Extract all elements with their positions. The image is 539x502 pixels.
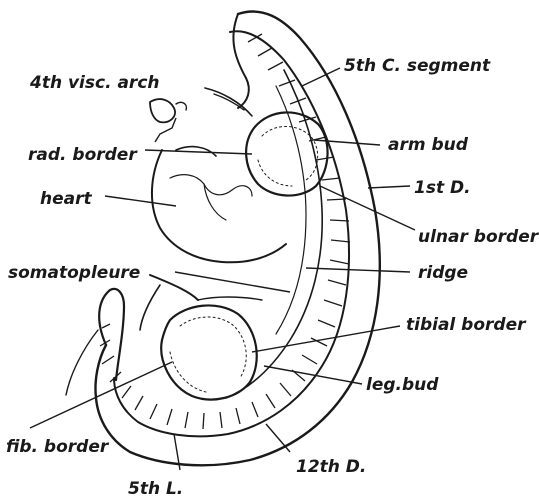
- label-first-d: 1st D.: [414, 178, 471, 198]
- label-twelfth-d: 12th D.: [296, 457, 366, 477]
- leader-arm-bud: [314, 140, 380, 145]
- leader-leg-bud: [264, 366, 362, 384]
- label-leg-bud: leg.bud: [366, 375, 439, 395]
- label-somatopleure: somatopleure: [8, 263, 140, 283]
- label-rad-border: rad. border: [28, 145, 138, 165]
- label-tibial-border: tibial border: [406, 315, 527, 335]
- label-arm-bud: arm bud: [388, 135, 469, 155]
- leader-tibial-border: [252, 326, 400, 352]
- label-fib-border: fib. border: [6, 437, 110, 457]
- leg-bud-shape: [161, 305, 257, 399]
- leader-somatopleure: [175, 272, 290, 292]
- label-heart: heart: [40, 189, 92, 209]
- label-ulnar-border: ulnar border: [418, 227, 539, 247]
- label-ridge: ridge: [418, 263, 468, 283]
- label-fifth-l: 5th L.: [128, 479, 183, 499]
- leader-ulnar-border: [320, 186, 415, 230]
- label-c-segment: 5th C. segment: [344, 56, 491, 76]
- leader-c-segment: [302, 68, 340, 86]
- leader-first-d: [368, 186, 410, 188]
- leader-heart: [105, 196, 176, 206]
- leader-twelfth-d: [266, 424, 290, 452]
- leader-ridge: [306, 268, 410, 272]
- somite-segments: [100, 34, 350, 429]
- label-visc-arch: 4th visc. arch: [29, 73, 160, 93]
